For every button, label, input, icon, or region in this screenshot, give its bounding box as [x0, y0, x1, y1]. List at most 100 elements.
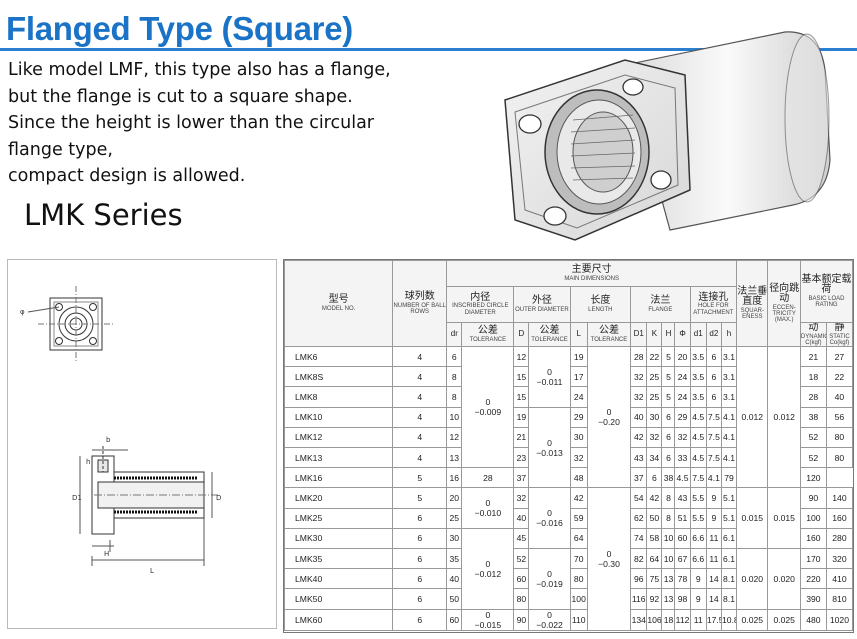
outer-tolerance-cell: 0−0.011	[528, 346, 571, 408]
flange-phi-cell: 67	[674, 547, 691, 570]
dynamic-load-cell: 480	[799, 608, 827, 631]
static-load-cell: 22	[825, 366, 853, 388]
tolerance-lower: −0.022	[536, 619, 563, 630]
inner-diameter-cell: 40	[446, 568, 463, 590]
hole-d2-cell: 14	[705, 568, 722, 590]
ball-rows-cell: 6	[392, 568, 448, 590]
hole-d1-cell: 3.5	[689, 386, 707, 408]
flange-h-cell: 5	[661, 366, 676, 388]
flange-h-cell: 5	[661, 386, 676, 408]
drawing-label-h-small: H	[104, 550, 109, 558]
inner-diameter-cell: 16	[446, 467, 463, 489]
tolerance-upper: 0	[547, 568, 552, 579]
static-load-cell: 410	[825, 568, 853, 590]
flange-d1-cell: 42	[630, 426, 648, 449]
flange-d1-cell: 28	[630, 346, 648, 368]
ball-rows-cell: 4	[392, 386, 448, 408]
hole-d2-cell: 14	[705, 588, 722, 610]
outer-diameter-cell: 15	[513, 386, 530, 408]
static-load-cell: 40	[825, 386, 853, 408]
length-cell: 70	[569, 547, 588, 570]
flange-k-cell: 106	[646, 608, 663, 631]
squareness-cell: 0.025	[736, 608, 769, 631]
length-cell: 29	[569, 406, 588, 428]
hole-h-cell: 5.1	[720, 487, 738, 509]
hole-d1-cell: 9	[689, 568, 707, 590]
hole-d2-cell: 11	[705, 547, 722, 570]
hole-d2-cell: 6	[705, 386, 722, 408]
flange-h-cell: 10	[661, 527, 676, 549]
tolerance-lower: −0.019	[536, 578, 563, 589]
tolerance-lower: −0.016	[536, 518, 563, 529]
outer-tolerance-cell: 0−0.013	[528, 406, 571, 489]
squareness-cell: 0.015	[736, 487, 769, 549]
hole-h-cell: 6.1	[720, 527, 738, 549]
hole-d1-cell: 6.6	[689, 527, 707, 549]
hole-d2-cell: 6	[705, 366, 722, 388]
hole-d2-cell: 11	[705, 527, 722, 549]
static-load-cell: 80	[825, 426, 853, 449]
length-cell: 59	[569, 507, 588, 529]
static-load-cell: 140	[825, 487, 853, 509]
hole-d1-cell: 11	[689, 608, 707, 631]
length-cell: 30	[569, 426, 588, 449]
outer-tolerance-cell: 0−0.016	[528, 487, 571, 549]
length-cell: 19	[569, 346, 588, 368]
outer-diameter-cell: 80	[513, 588, 530, 610]
dynamic-load-cell: 38	[799, 406, 827, 428]
header-d2: d2	[705, 321, 722, 348]
model-cell: LMK12	[284, 426, 394, 449]
outer-diameter-cell: 32	[513, 487, 530, 509]
flange-d1-cell: 40	[630, 406, 648, 428]
ball-rows-cell: 4	[392, 406, 448, 428]
length-cell: 100	[569, 588, 588, 610]
inner-diameter-cell: 30	[446, 527, 463, 549]
length-cell: 24	[569, 386, 588, 408]
model-cell: LMK35	[284, 547, 394, 570]
model-cell: LMK60	[284, 608, 394, 631]
flange-d1-cell: 48	[569, 467, 588, 489]
squareness-cell: 0.012	[736, 346, 769, 489]
header-D1: D1	[630, 321, 648, 348]
inner-diameter-cell: 8	[446, 386, 463, 408]
flange-phi-cell: 112	[674, 608, 691, 631]
hole-d1-cell: 5.5	[689, 507, 707, 529]
flange-d1-cell: 116	[630, 588, 648, 610]
outer-diameter-cell: 19	[513, 406, 530, 428]
inner-tolerance-cell: 0−0.012	[461, 527, 515, 610]
flange-k-cell: 25	[646, 386, 663, 408]
length-cell: 42	[569, 487, 588, 509]
flange-phi-cell: 98	[674, 588, 691, 610]
hole-h-cell: 8.1	[720, 568, 738, 590]
flange-k-cell: 25	[646, 366, 663, 388]
ball-rows-cell: 5	[392, 487, 448, 509]
inner-diameter-cell: 8	[446, 366, 463, 388]
tolerance-upper: 0	[547, 437, 552, 448]
description-line: Since the height is lower than the circu…	[8, 113, 374, 133]
tolerance-upper: 0	[485, 397, 491, 408]
model-cell: LMK13	[284, 447, 394, 469]
flange-d1-cell: 134	[630, 608, 648, 631]
flange-phi-cell: 51	[674, 507, 691, 529]
header-d1: d1	[689, 321, 707, 348]
header-flange: 法兰 FLANGE	[630, 286, 691, 323]
flange-phi-cell: 38	[661, 467, 676, 489]
hole-h-cell: 3.1	[720, 386, 738, 408]
description-line: flange type,	[8, 139, 113, 160]
hole-d2-cell: 7.5	[705, 426, 722, 449]
flange-phi-cell: 32	[674, 426, 691, 449]
flange-d1-cell: 54	[630, 487, 648, 509]
dynamic-load-cell: 170	[799, 547, 827, 570]
hole-d2-cell: 9	[705, 507, 722, 529]
model-cell: LMK20	[284, 487, 394, 509]
hole-d2-cell: 7.5	[689, 467, 707, 489]
outer-tolerance-cell: 0−0.022	[528, 608, 571, 631]
eccentricity-cell: 0.015	[767, 487, 801, 549]
